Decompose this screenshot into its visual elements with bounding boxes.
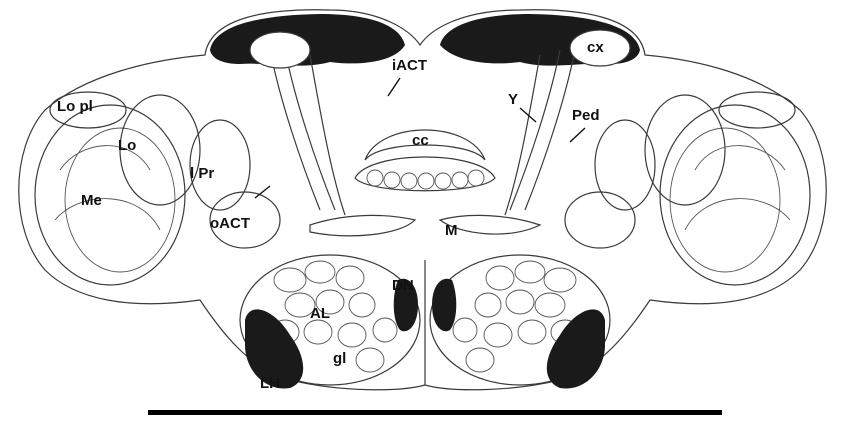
medial-lobe-left	[310, 215, 415, 235]
medulla-left	[35, 105, 185, 285]
label-lo: Lo	[118, 137, 136, 154]
lateral-cells-right	[547, 309, 605, 388]
lobula-plate-right	[719, 92, 795, 128]
label-cc: cc	[412, 132, 429, 149]
scale-bar	[148, 410, 722, 415]
label-oact: oACT	[210, 215, 250, 232]
label-dn: DN	[392, 277, 414, 294]
label-ped: Ped	[572, 107, 600, 124]
dorsal-cells-right	[432, 279, 456, 332]
label-lh: LH	[260, 375, 280, 392]
label-i-pr: l Pr	[190, 165, 214, 182]
label-iact: iACT	[392, 57, 427, 74]
label-me: Me	[81, 192, 102, 209]
label-al: AL	[310, 305, 330, 322]
medulla-right	[660, 105, 810, 285]
peduncle-left	[270, 50, 345, 215]
inferior-protocerebrum-right-2	[565, 192, 635, 248]
iact-arrow	[388, 78, 400, 96]
optic-right-arcs	[685, 146, 790, 230]
label-gamma: Y	[508, 91, 518, 108]
peduncle-right	[505, 50, 575, 215]
label-cx: cx	[587, 39, 604, 56]
label-m: M	[445, 222, 458, 239]
label-gl: gl	[333, 350, 346, 367]
optic-left-arcs	[55, 146, 160, 230]
calyx-cup-left	[250, 32, 310, 68]
label-lo-pl: Lo pl	[57, 98, 93, 115]
ped-arrow	[570, 128, 585, 142]
